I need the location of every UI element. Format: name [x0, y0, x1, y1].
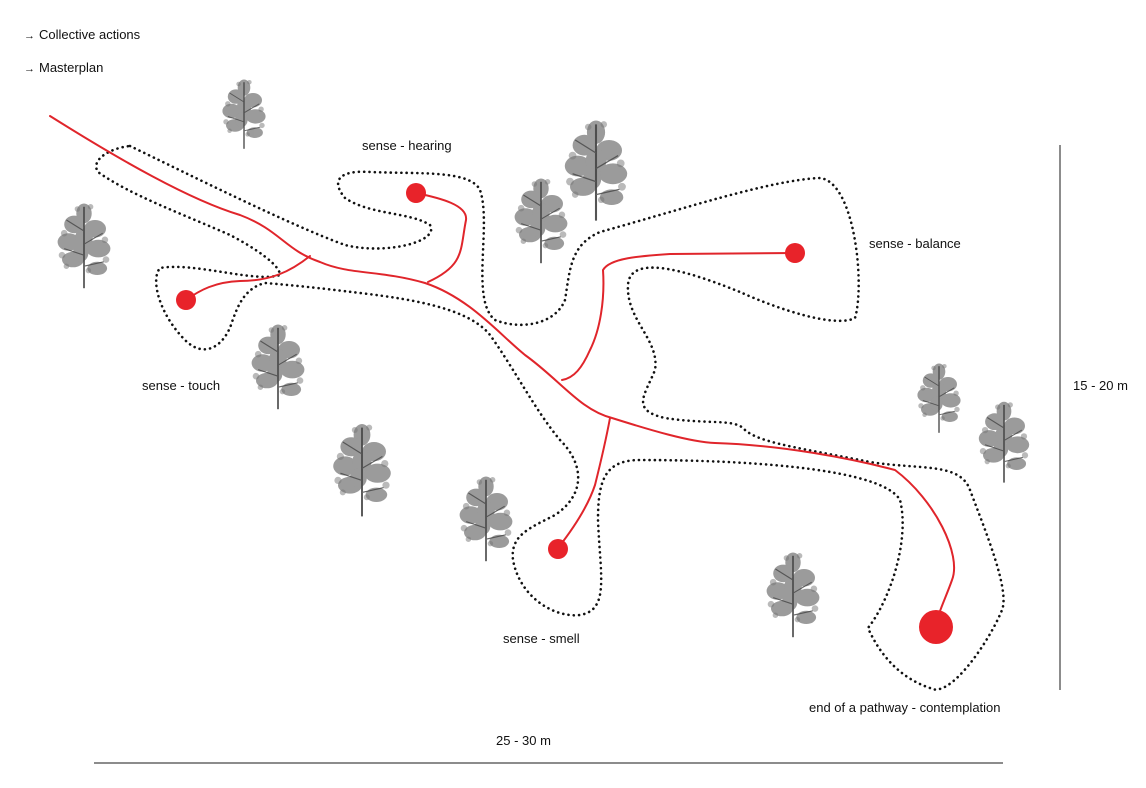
nav-masterplan-label: Masterplan	[39, 60, 104, 75]
branch-balance	[561, 252, 796, 381]
branch-touch	[185, 255, 311, 301]
node-contemplation-icon[interactable]	[919, 610, 953, 644]
tree-icon	[916, 362, 962, 434]
node-smell-icon[interactable]	[548, 539, 568, 559]
main-path	[49, 115, 956, 628]
label-sense-hearing: sense - hearing	[362, 138, 452, 153]
tree-icon	[458, 475, 514, 563]
tree-icon	[332, 423, 392, 518]
tree-icon	[56, 202, 112, 290]
tree-icon	[513, 177, 569, 265]
nav-collective-actions-label: Collective actions	[39, 27, 141, 42]
pathway-lines	[49, 115, 956, 628]
arrow-right-icon: →	[24, 63, 35, 75]
tree-icon	[221, 78, 267, 150]
label-height-dimension: 15 - 20 m	[1073, 378, 1128, 393]
tree-icon	[977, 400, 1031, 484]
nav-collective-actions[interactable]: → Collective actions	[24, 27, 140, 42]
nav-masterplan[interactable]: → Masterplan	[24, 60, 103, 75]
trees	[56, 78, 1031, 639]
label-sense-balance: sense - balance	[869, 236, 961, 251]
tree-icon	[563, 119, 629, 222]
node-touch-icon[interactable]	[176, 290, 196, 310]
node-hearing-icon[interactable]	[406, 183, 426, 203]
sense-nodes	[176, 183, 953, 644]
label-width-dimension: 25 - 30 m	[496, 733, 551, 748]
tree-icon	[250, 323, 306, 411]
label-sense-touch: sense - touch	[142, 378, 221, 393]
label-end-of-pathway: end of a pathway - contemplation	[809, 700, 1001, 715]
tree-icon	[765, 551, 821, 639]
node-balance-icon[interactable]	[785, 243, 805, 263]
branch-smell	[557, 417, 611, 549]
label-sense-smell: sense - smell	[503, 631, 580, 646]
arrow-right-icon: →	[24, 30, 35, 42]
pathway-zone-outline	[94, 144, 1005, 691]
branch-hearing	[415, 192, 468, 283]
